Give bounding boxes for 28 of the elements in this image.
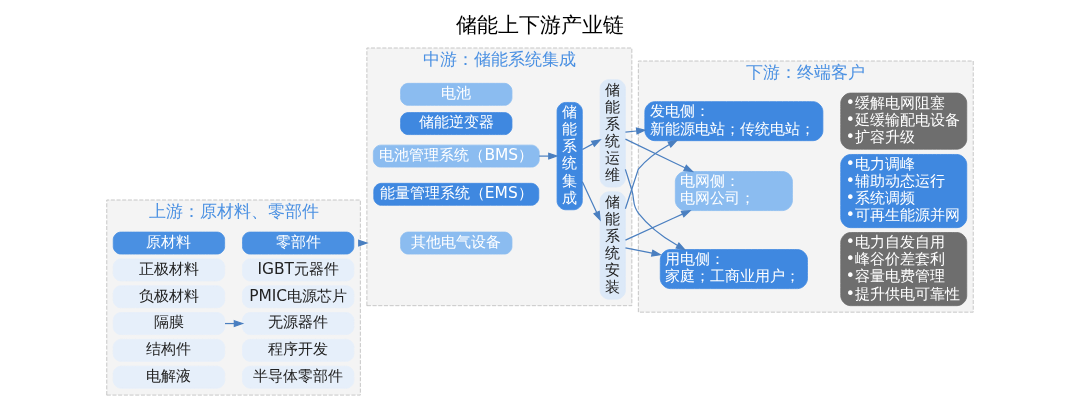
node-box: 电池 [400,82,513,106]
node-box: 储能逆变器 [400,112,513,135]
node-box: 隔膜 [112,312,226,335]
arrow [581,181,601,222]
node-box: •电力调峰 •辅助动态运行 •系统调频 •可再生能源并网 [840,154,968,229]
node-box: 储能系统安装 [599,191,626,300]
node-box: 发电侧： 新能源电站；传统电站； [644,101,824,142]
node-box: 储能系统集成 [556,102,583,211]
node-box: •电力自发自用 •峰谷价差套利 •容量电费管理 •提升供电可靠性 [840,232,968,307]
node-box: 原材料 [112,231,226,255]
diagram-title: 储能上下游产业链 [456,11,624,37]
arrow [624,138,695,173]
node-box: 电网侧： 电网公司； [674,171,793,211]
arrow [624,139,679,210]
arrow [624,168,687,251]
arrow [624,127,647,135]
arrow [538,152,559,160]
node-box: 电池管理系统（BMS） [372,144,540,168]
node-box: 其他电气设备 [400,231,513,255]
node-box: 用电侧： 家庭；工商业用户； [659,249,808,289]
node-box: •缓解电网阻塞 •延缓输配电设备 •扩容升级 [840,92,968,150]
arrow [624,247,662,257]
node-box: 能量管理系统（EMS） [373,182,540,206]
node-box: 储能系统运维 [599,79,626,188]
arrow [624,209,692,241]
node-box: 零部件 [242,231,355,255]
arrow [581,138,602,151]
node-box: 无源器件 [242,312,355,335]
